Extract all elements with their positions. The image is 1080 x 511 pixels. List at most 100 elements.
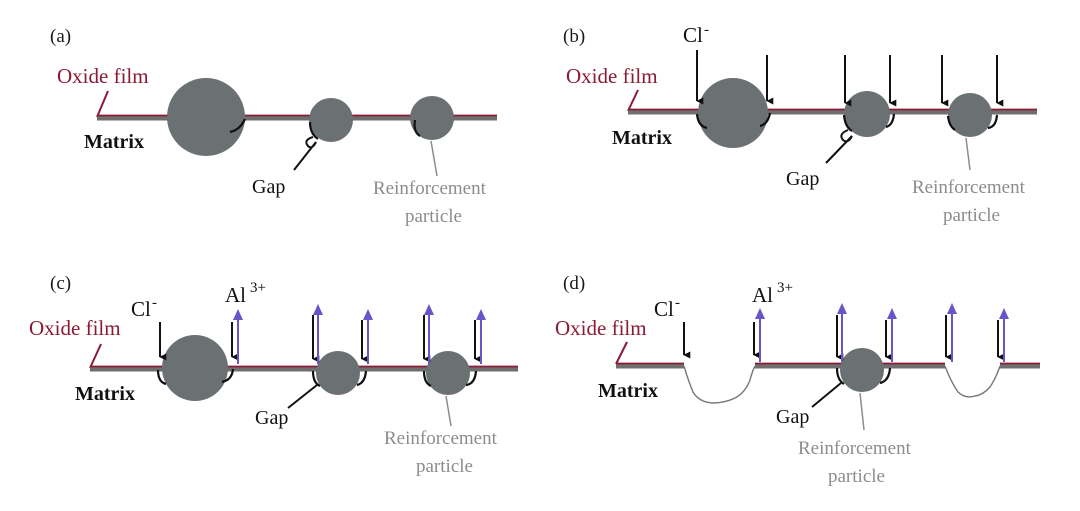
panel-d-corrosion-pit	[944, 365, 1001, 398]
panel-a-gap-mark	[413, 119, 421, 137]
panel-d-reinforcement-label-line1: Reinforcement	[798, 438, 912, 459]
panel-b-gap-mark	[842, 114, 853, 132]
panel-c-gap-label: Gap	[255, 407, 288, 429]
panel-c-chloride-arrows	[159, 315, 482, 363]
panel-a-matrix-label: Matrix	[84, 131, 144, 153]
panel-c-reinforcement-pointer	[445, 395, 452, 427]
panel-d-gap-pointer	[811, 382, 842, 408]
panel-c-particle-medium	[316, 351, 360, 395]
panel-a-gap-mark	[229, 118, 247, 134]
panel-c-gap-mark	[156, 369, 167, 386]
panel-d-matrix-label: Matrix	[598, 380, 658, 402]
panel-c-reinforcement-label-line2: particle	[416, 456, 473, 477]
panel-d-gap-mark	[835, 367, 845, 385]
panel-d-aluminum-arrowhead	[887, 308, 897, 319]
panel-d-surface	[616, 362, 1040, 369]
panel-c-aluminum-charge: 3+	[250, 280, 266, 296]
panel-b: (b) Oxide film Matrix Cl -	[563, 22, 1037, 226]
panel-b-particle-medium	[844, 91, 890, 137]
panel-c-aluminum-arrowhead	[233, 309, 243, 320]
panel-b-oxide-film-pointer	[627, 89, 639, 112]
panel-c-matrix-label: Matrix	[75, 383, 135, 405]
panel-b-chloride-arrows	[696, 50, 1004, 107]
panel-c-reinforcement-label-line1: Reinforcement	[384, 428, 498, 449]
panel-d-label: (d)	[563, 273, 585, 294]
panel-c-chloride-symbol: Cl	[131, 297, 151, 321]
panel-c-aluminum-arrowhead	[313, 304, 323, 315]
panel-c-oxide-film-pointer	[89, 343, 102, 369]
panel-c: (c) Oxide film Matrix Cl - Al 3+	[29, 273, 518, 477]
panel-b-gap-label: Gap	[786, 168, 819, 190]
panel-c-gap-mark	[465, 370, 478, 387]
panel-b-particle-large	[698, 78, 768, 148]
panel-c-gap-pointer	[287, 384, 318, 409]
panel-c-gap-mark	[221, 368, 235, 384]
panel-a-particle-small	[410, 96, 454, 140]
panel-d-aluminum-arrowhead	[755, 308, 765, 319]
panel-d-reinforcement-label-line2: particle	[828, 466, 885, 487]
panel-d-aluminum-ion-label: Al 3+	[752, 280, 793, 307]
panel-c-chloride-charge: -	[152, 295, 157, 311]
panel-c-aluminum-ion-label: Al 3+	[225, 280, 266, 307]
panel-c-aluminum-symbol: Al	[225, 283, 246, 307]
panel-b-chloride-charge: -	[704, 22, 709, 38]
panel-c-oxide-film-label: Oxide film	[29, 316, 121, 340]
panel-b-reinforcement-label-line2: particle	[943, 205, 1000, 226]
panel-d-gap-mark	[879, 367, 892, 385]
panel-c-particle-large	[162, 335, 228, 401]
panel-b-gap-mark	[885, 113, 896, 129]
panel-d-aluminum-arrows	[755, 303, 1009, 362]
panel-a-reinforcement-pointer	[430, 140, 438, 177]
panel-d-particle	[840, 348, 884, 392]
panel-c-aluminum-arrows	[233, 304, 486, 364]
panel-d-aluminum-arrowhead	[947, 303, 957, 314]
panel-b-chloride-symbol: Cl	[683, 23, 703, 47]
panel-d-aluminum-arrowhead	[999, 308, 1009, 319]
panel-d: (d) Oxide film Matrix Cl - Al 3+	[555, 273, 1040, 487]
panel-a-label: (a)	[50, 26, 71, 47]
panel-d-gap-label: Gap	[776, 406, 809, 428]
panel-c-aluminum-arrowhead	[476, 309, 486, 320]
panel-a-oxide-film-pointer	[96, 90, 109, 118]
panel-b-matrix-label: Matrix	[612, 127, 672, 149]
panel-c-aluminum-arrowhead	[363, 309, 373, 320]
panel-a: (a) Oxide film Matrix Gap Reinforcement …	[50, 26, 497, 227]
panel-c-particle-small	[426, 351, 470, 395]
panel-b-gap-mark	[946, 115, 956, 131]
panel-d-aluminum-symbol: Al	[752, 283, 773, 307]
panel-b-chloride-ion-label: Cl -	[683, 22, 709, 47]
panel-c-chloride-ion-label: Cl -	[131, 295, 157, 321]
panel-b-reinforcement-pointer	[965, 137, 971, 171]
panel-d-chloride-ion-label: Cl -	[654, 295, 680, 321]
panel-d-oxide-film-label: Oxide film	[555, 316, 647, 340]
panel-b-particle-small	[948, 93, 992, 137]
panel-a-particle-large	[167, 78, 245, 156]
panel-c-gap-mark	[422, 370, 432, 388]
panel-d-chloride-charge: -	[675, 295, 680, 311]
panel-d-chloride-symbol: Cl	[654, 297, 674, 321]
panel-a-gap-pointer	[293, 136, 317, 171]
panel-a-reinforcement-label-line1: Reinforcement	[373, 178, 487, 199]
panel-a-gap-label: Gap	[252, 176, 285, 198]
panel-c-gap-mark	[311, 370, 321, 388]
panel-b-label: (b)	[563, 26, 585, 47]
panel-b-gap-mark	[987, 114, 999, 130]
panel-b-gap-mark	[695, 113, 708, 130]
panel-d-aluminum-arrowhead	[837, 303, 847, 314]
panel-d-oxide-film-pointer	[615, 341, 628, 365]
panel-a-particle-medium	[309, 98, 353, 142]
panel-c-gap-mark	[356, 370, 368, 387]
panel-d-corrosion-pit	[683, 365, 756, 404]
panel-a-reinforcement-label-line2: particle	[405, 206, 462, 227]
panel-c-label: (c)	[50, 273, 71, 294]
panel-a-oxide-film-label: Oxide film	[57, 64, 149, 88]
panel-d-chloride-arrows	[683, 315, 1005, 361]
panel-b-oxide-film-label: Oxide film	[566, 64, 658, 88]
panel-a-gap-mark	[308, 121, 319, 140]
panel-b-gap-pointer	[825, 129, 853, 164]
panel-d-reinforcement-pointer	[859, 392, 865, 431]
panel-b-gap-mark	[759, 112, 772, 128]
panel-c-aluminum-arrowhead	[424, 304, 434, 315]
panel-b-reinforcement-label-line1: Reinforcement	[912, 177, 1026, 198]
